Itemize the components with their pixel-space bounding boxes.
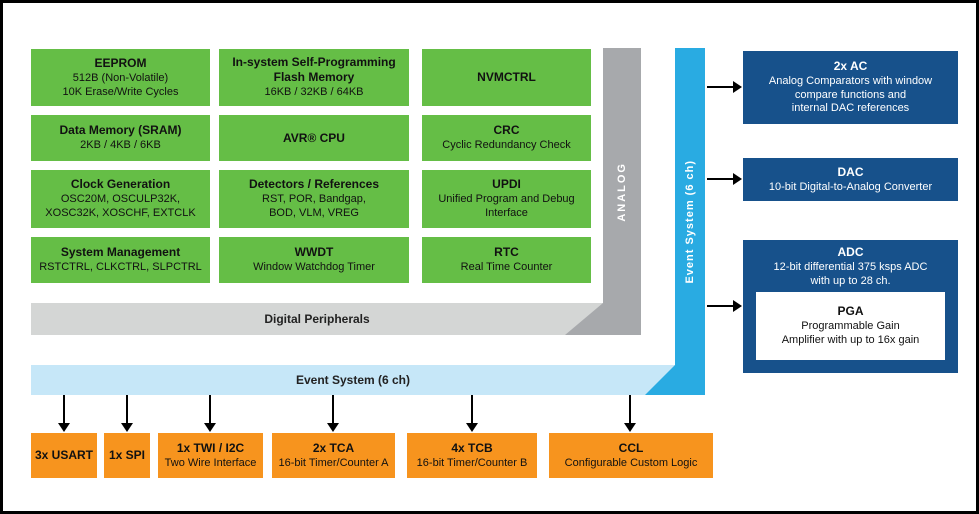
block-adc: ADC 12-bit differential 375 ksps ADC wit… — [743, 240, 958, 373]
block-eeprom-sub: 512B (Non-Volatile) 10K Erase/Write Cycl… — [62, 71, 179, 98]
block-wwdt: WWDT Window Watchdog Timer — [219, 237, 409, 283]
arrow-to-usart-icon — [58, 395, 70, 432]
block-ccl: CCL Configurable Custom Logic — [549, 433, 713, 478]
block-flash-title: In-system Self-Programming Flash Memory — [232, 55, 396, 85]
block-pga-title: PGA — [837, 304, 864, 319]
block-cpu: AVR® CPU — [219, 115, 409, 161]
block-ac: 2x AC Analog Comparators with window com… — [743, 51, 958, 124]
block-eeprom: EEPROM 512B (Non-Volatile) 10K Erase/Wri… — [31, 49, 210, 106]
block-clock-title: Clock Generation — [70, 177, 171, 192]
block-ccl-sub: Configurable Custom Logic — [564, 456, 698, 469]
block-rtc: RTC Real Time Counter — [422, 237, 591, 283]
block-tca: 2x TCA 16-bit Timer/Counter A — [272, 433, 395, 478]
block-updi-sub: Unified Program and Debug Interface — [438, 193, 575, 219]
arrow-to-dac-icon — [707, 173, 742, 185]
block-sram-sub: 2KB / 4KB / 6KB — [80, 139, 161, 152]
block-flash: In-system Self-Programming Flash Memory … — [219, 49, 409, 106]
block-ac-title: 2x AC — [833, 58, 868, 73]
block-ac-sub: Analog Comparators with window compare f… — [768, 74, 933, 115]
block-tcb-sub: 16-bit Timer/Counter B — [416, 456, 528, 469]
block-wwdt-title: WWDT — [294, 245, 334, 260]
block-spi: 1x SPI — [104, 433, 150, 478]
block-adc-title: ADC — [837, 245, 864, 259]
block-crc: CRC Cyclic Redundancy Check — [422, 115, 591, 161]
arrow-to-ccl-icon — [624, 395, 636, 432]
block-tca-title: 2x TCA — [312, 440, 355, 455]
block-ccl-title: CCL — [618, 440, 644, 455]
event-system-horizontal-label: Event System (6 ch) — [295, 373, 411, 387]
block-flash-sub: 16KB / 32KB / 64KB — [264, 86, 364, 99]
block-pga: PGA Programmable Gain Amplifier with up … — [756, 292, 945, 360]
analog-bar-label: ANALOG — [616, 161, 628, 222]
block-dac-title: DAC — [837, 164, 864, 179]
block-clock-sub: OSC20M, OSCULP32K, XOSC32K, XOSCHF, EXTC… — [45, 193, 196, 219]
block-dac: DAC 10-bit Digital-to-Analog Converter — [743, 158, 958, 201]
block-updi-title: UPDI — [492, 177, 521, 192]
block-detectors: Detectors / References RST, POR, Bandgap… — [219, 170, 409, 228]
block-clock-generation: Clock Generation OSC20M, OSCULP32K, XOSC… — [31, 170, 210, 228]
block-updi: UPDI Unified Program and Debug Interface — [422, 170, 591, 228]
block-tcb: 4x TCB 16-bit Timer/Counter B — [407, 433, 537, 478]
block-detectors-title: Detectors / References — [248, 177, 380, 192]
block-sram: Data Memory (SRAM) 2KB / 4KB / 6KB — [31, 115, 210, 161]
block-nvmctrl-title: NVMCTRL — [477, 70, 536, 84]
block-nvmctrl: NVMCTRL — [422, 49, 591, 106]
block-spi-title: 1x SPI — [108, 448, 146, 462]
block-usart: 3x USART — [31, 433, 97, 478]
cyan-bevel-corner — [645, 365, 675, 395]
block-twi: 1x TWI / I2C Two Wire Interface — [158, 433, 263, 478]
analog-bar: ANALOG — [603, 48, 641, 335]
block-sysmgmt-sub: RSTCTRL, CLKCTRL, SLPCTRL — [39, 261, 202, 274]
block-pga-sub: Programmable Gain Amplifier with up to 1… — [781, 320, 920, 346]
block-rtc-sub: Real Time Counter — [460, 261, 553, 274]
arrow-to-twi-icon — [204, 395, 216, 432]
block-dac-sub: 10-bit Digital-to-Analog Converter — [768, 180, 933, 193]
arrow-to-tca-icon — [327, 395, 339, 432]
arrow-to-tcb-icon — [466, 395, 478, 432]
arrow-to-adc-icon — [707, 300, 742, 312]
gray-bevel-corner — [565, 303, 603, 335]
arrow-to-spi-icon — [121, 395, 133, 432]
block-crc-sub: Cyclic Redundancy Check — [442, 139, 571, 152]
block-wwdt-sub: Window Watchdog Timer — [253, 261, 375, 274]
block-crc-title: CRC — [493, 123, 520, 138]
block-cpu-title: AVR® CPU — [283, 130, 345, 145]
block-tca-sub: 16-bit Timer/Counter A — [278, 456, 389, 469]
block-rtc-title: RTC — [494, 245, 519, 260]
block-sram-title: Data Memory (SRAM) — [59, 123, 182, 138]
block-system-management: System Management RSTCTRL, CLKCTRL, SLPC… — [31, 237, 210, 283]
arrow-to-ac-icon — [707, 81, 742, 93]
event-system-vertical-bar: Event System (6 ch) — [675, 48, 705, 395]
block-eeprom-title: EEPROM — [94, 55, 147, 70]
block-adc-sub: 12-bit differential 375 ksps ADC with up… — [773, 261, 928, 287]
block-tcb-title: 4x TCB — [451, 440, 493, 455]
block-sysmgmt-title: System Management — [60, 245, 181, 260]
digital-peripherals-label: Digital Peripherals — [264, 312, 370, 326]
event-system-vertical-label: Event System (6 ch) — [684, 159, 696, 284]
block-detectors-sub: RST, POR, Bandgap, BOD, VLM, VREG — [262, 193, 366, 219]
block-usart-title: 3x USART — [35, 448, 94, 462]
block-twi-sub: Two Wire Interface — [164, 456, 257, 469]
digital-peripherals-bar: Digital Peripherals — [31, 303, 603, 335]
block-twi-title: 1x TWI / I2C — [176, 440, 245, 455]
event-system-horizontal-bar: Event System (6 ch) — [31, 365, 675, 395]
